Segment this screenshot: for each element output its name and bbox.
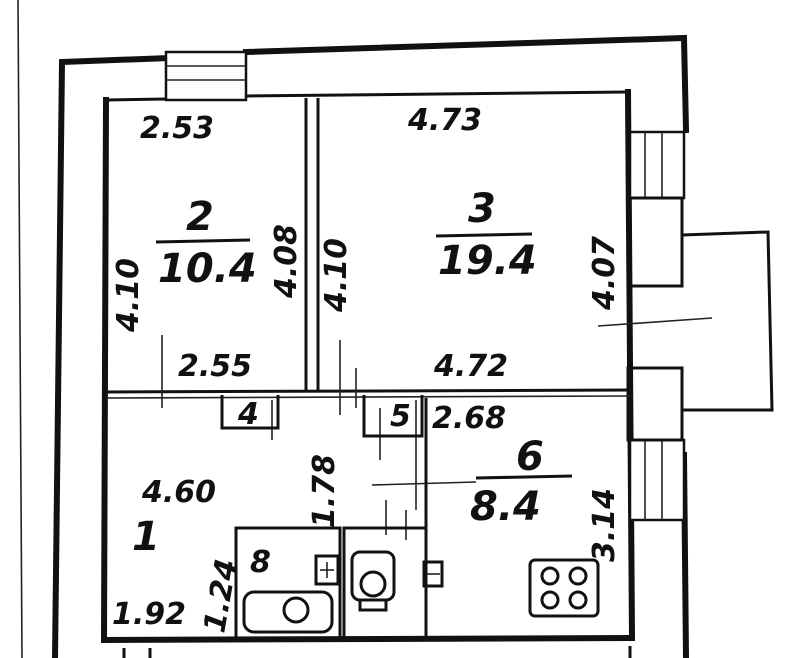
dim-room3-top: 4.73 xyxy=(407,103,482,138)
dim-room1-small: 1.24 xyxy=(197,556,244,635)
dim-room2-bottom: 2.55 xyxy=(178,349,252,384)
room3-area: 19.4 xyxy=(438,238,537,284)
room2-area: 10.4 xyxy=(158,246,257,292)
dim-room2-top: 2.53 xyxy=(140,111,214,146)
room2-fraction-line xyxy=(155,238,251,244)
room8-number: 8 xyxy=(250,545,271,580)
room3-number: 3 xyxy=(468,186,496,232)
dim-room3-left: 4.10 xyxy=(319,238,354,313)
balcony xyxy=(597,230,774,412)
closet-5 xyxy=(362,395,424,438)
sink-icon xyxy=(314,554,340,586)
toilet-icon xyxy=(350,550,396,612)
room5-number: 5 xyxy=(390,399,411,434)
dim-room2-left: 4.10 xyxy=(111,258,146,333)
room6-area: 8.4 xyxy=(470,484,541,530)
room3-fraction-line xyxy=(435,232,533,238)
top-window xyxy=(164,50,248,102)
room2-number: 2 xyxy=(186,194,214,240)
dim-room6-top: 2.68 xyxy=(432,401,506,436)
closet-4 xyxy=(220,395,280,430)
scan-edge xyxy=(17,0,23,658)
bathroom-block xyxy=(234,526,428,640)
room1-number: 1 xyxy=(132,514,160,560)
room6-number: 6 xyxy=(516,434,544,480)
partition-2-3 xyxy=(304,98,320,390)
bottom-edge xyxy=(122,646,632,658)
dim-room3-right: 4.07 xyxy=(587,236,622,311)
dim-room1-corner: 1.92 xyxy=(112,597,186,632)
stove-icon xyxy=(528,558,600,618)
door-marks xyxy=(161,335,477,540)
balcony-doors xyxy=(626,196,684,442)
right-window-upper xyxy=(628,130,686,200)
partition-horizontal xyxy=(105,388,633,399)
dim-room6-right: 3.14 xyxy=(587,488,622,562)
dim-corridor: 1.78 xyxy=(307,454,342,528)
room6-fraction-line xyxy=(475,474,573,480)
dim-room2-right: 4.08 xyxy=(269,224,304,299)
bathtub-icon xyxy=(242,590,334,634)
sink-icon xyxy=(422,560,444,588)
room4-number: 4 xyxy=(237,397,259,432)
dim-room1-width: 4.60 xyxy=(141,475,216,510)
right-window-lower xyxy=(628,438,686,522)
dim-room3-bottom: 4.72 xyxy=(433,349,508,384)
